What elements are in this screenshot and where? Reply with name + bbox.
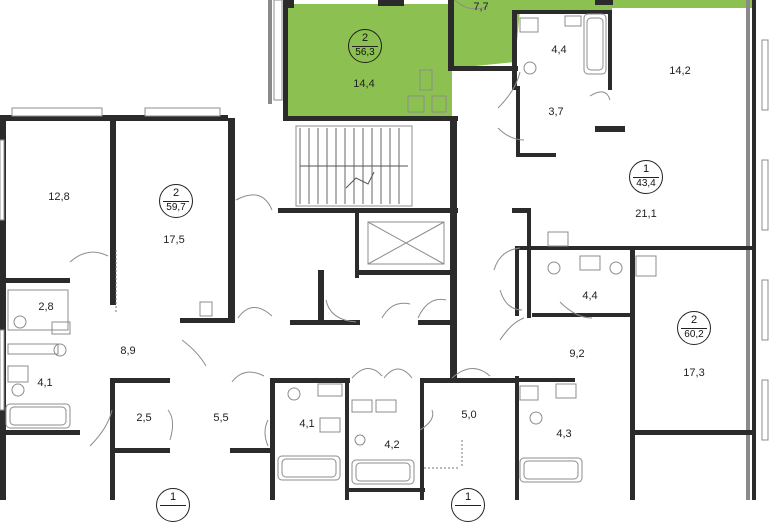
room-area-label: 17,5 xyxy=(163,234,185,246)
apartment-area: 60,2 xyxy=(684,329,704,340)
room-area-label: 2,5 xyxy=(136,412,152,424)
room-area-label: 4,4 xyxy=(582,290,598,302)
doors xyxy=(69,0,611,447)
badge-divider xyxy=(455,505,481,506)
room-area-label: 4,1 xyxy=(37,377,53,389)
elevator xyxy=(367,221,445,265)
room-area-label: 17,3 xyxy=(683,367,705,379)
apartment-badge-bottom-left[interactable]: 1 xyxy=(156,488,190,522)
room-area-label: 14,4 xyxy=(353,78,375,90)
apartment-badge-highlighted[interactable]: 2 56,3 xyxy=(348,29,382,63)
walls xyxy=(0,0,756,500)
room-area-label: 12,8 xyxy=(48,191,70,203)
floor-plan xyxy=(0,0,769,500)
room-area-label: 2,8 xyxy=(38,301,54,313)
room-area-label: 5,0 xyxy=(461,409,477,421)
room-area-label: 4,4 xyxy=(551,44,567,56)
apartment-rooms: 1 xyxy=(464,491,472,503)
room-area-label: 4,2 xyxy=(384,439,400,451)
apartment-area: 56,3 xyxy=(355,47,375,58)
apartment-rooms: 2 xyxy=(361,32,369,44)
room-area-label: 4,1 xyxy=(299,418,315,430)
apartment-rooms: 1 xyxy=(169,491,177,503)
room-area-label: 3,7 xyxy=(548,106,564,118)
apartment-rooms: 1 xyxy=(642,163,650,175)
room-area-label: 21,1 xyxy=(635,208,657,220)
badge-divider xyxy=(633,177,659,178)
badge-divider xyxy=(163,201,189,202)
apartment-badge-right-top[interactable]: 1 43,4 xyxy=(629,160,663,194)
fixtures xyxy=(5,13,657,485)
room-area-label: 7,7 xyxy=(473,1,489,13)
badge-divider xyxy=(160,505,186,506)
staircase xyxy=(295,125,413,207)
apartment-area: 59,7 xyxy=(166,202,186,213)
room-area-label: 14,2 xyxy=(669,65,691,77)
apartment-rooms: 2 xyxy=(172,187,180,199)
room-area-label: 4,3 xyxy=(556,428,572,440)
apartment-area: 43,4 xyxy=(636,178,656,189)
apartment-rooms: 2 xyxy=(690,314,698,326)
apartment-badge-right-bottom[interactable]: 2 60,2 xyxy=(677,311,711,345)
badge-divider xyxy=(352,46,378,47)
apartment-badge-left[interactable]: 2 59,7 xyxy=(159,184,193,218)
dashed-lines xyxy=(115,250,463,469)
apartment-badge-bottom-center[interactable]: 1 xyxy=(451,488,485,522)
room-area-label: 5,5 xyxy=(213,412,229,424)
windows xyxy=(0,0,769,441)
room-area-label: 9,2 xyxy=(569,348,585,360)
room-area-label: 8,9 xyxy=(120,345,136,357)
badge-divider xyxy=(681,328,707,329)
